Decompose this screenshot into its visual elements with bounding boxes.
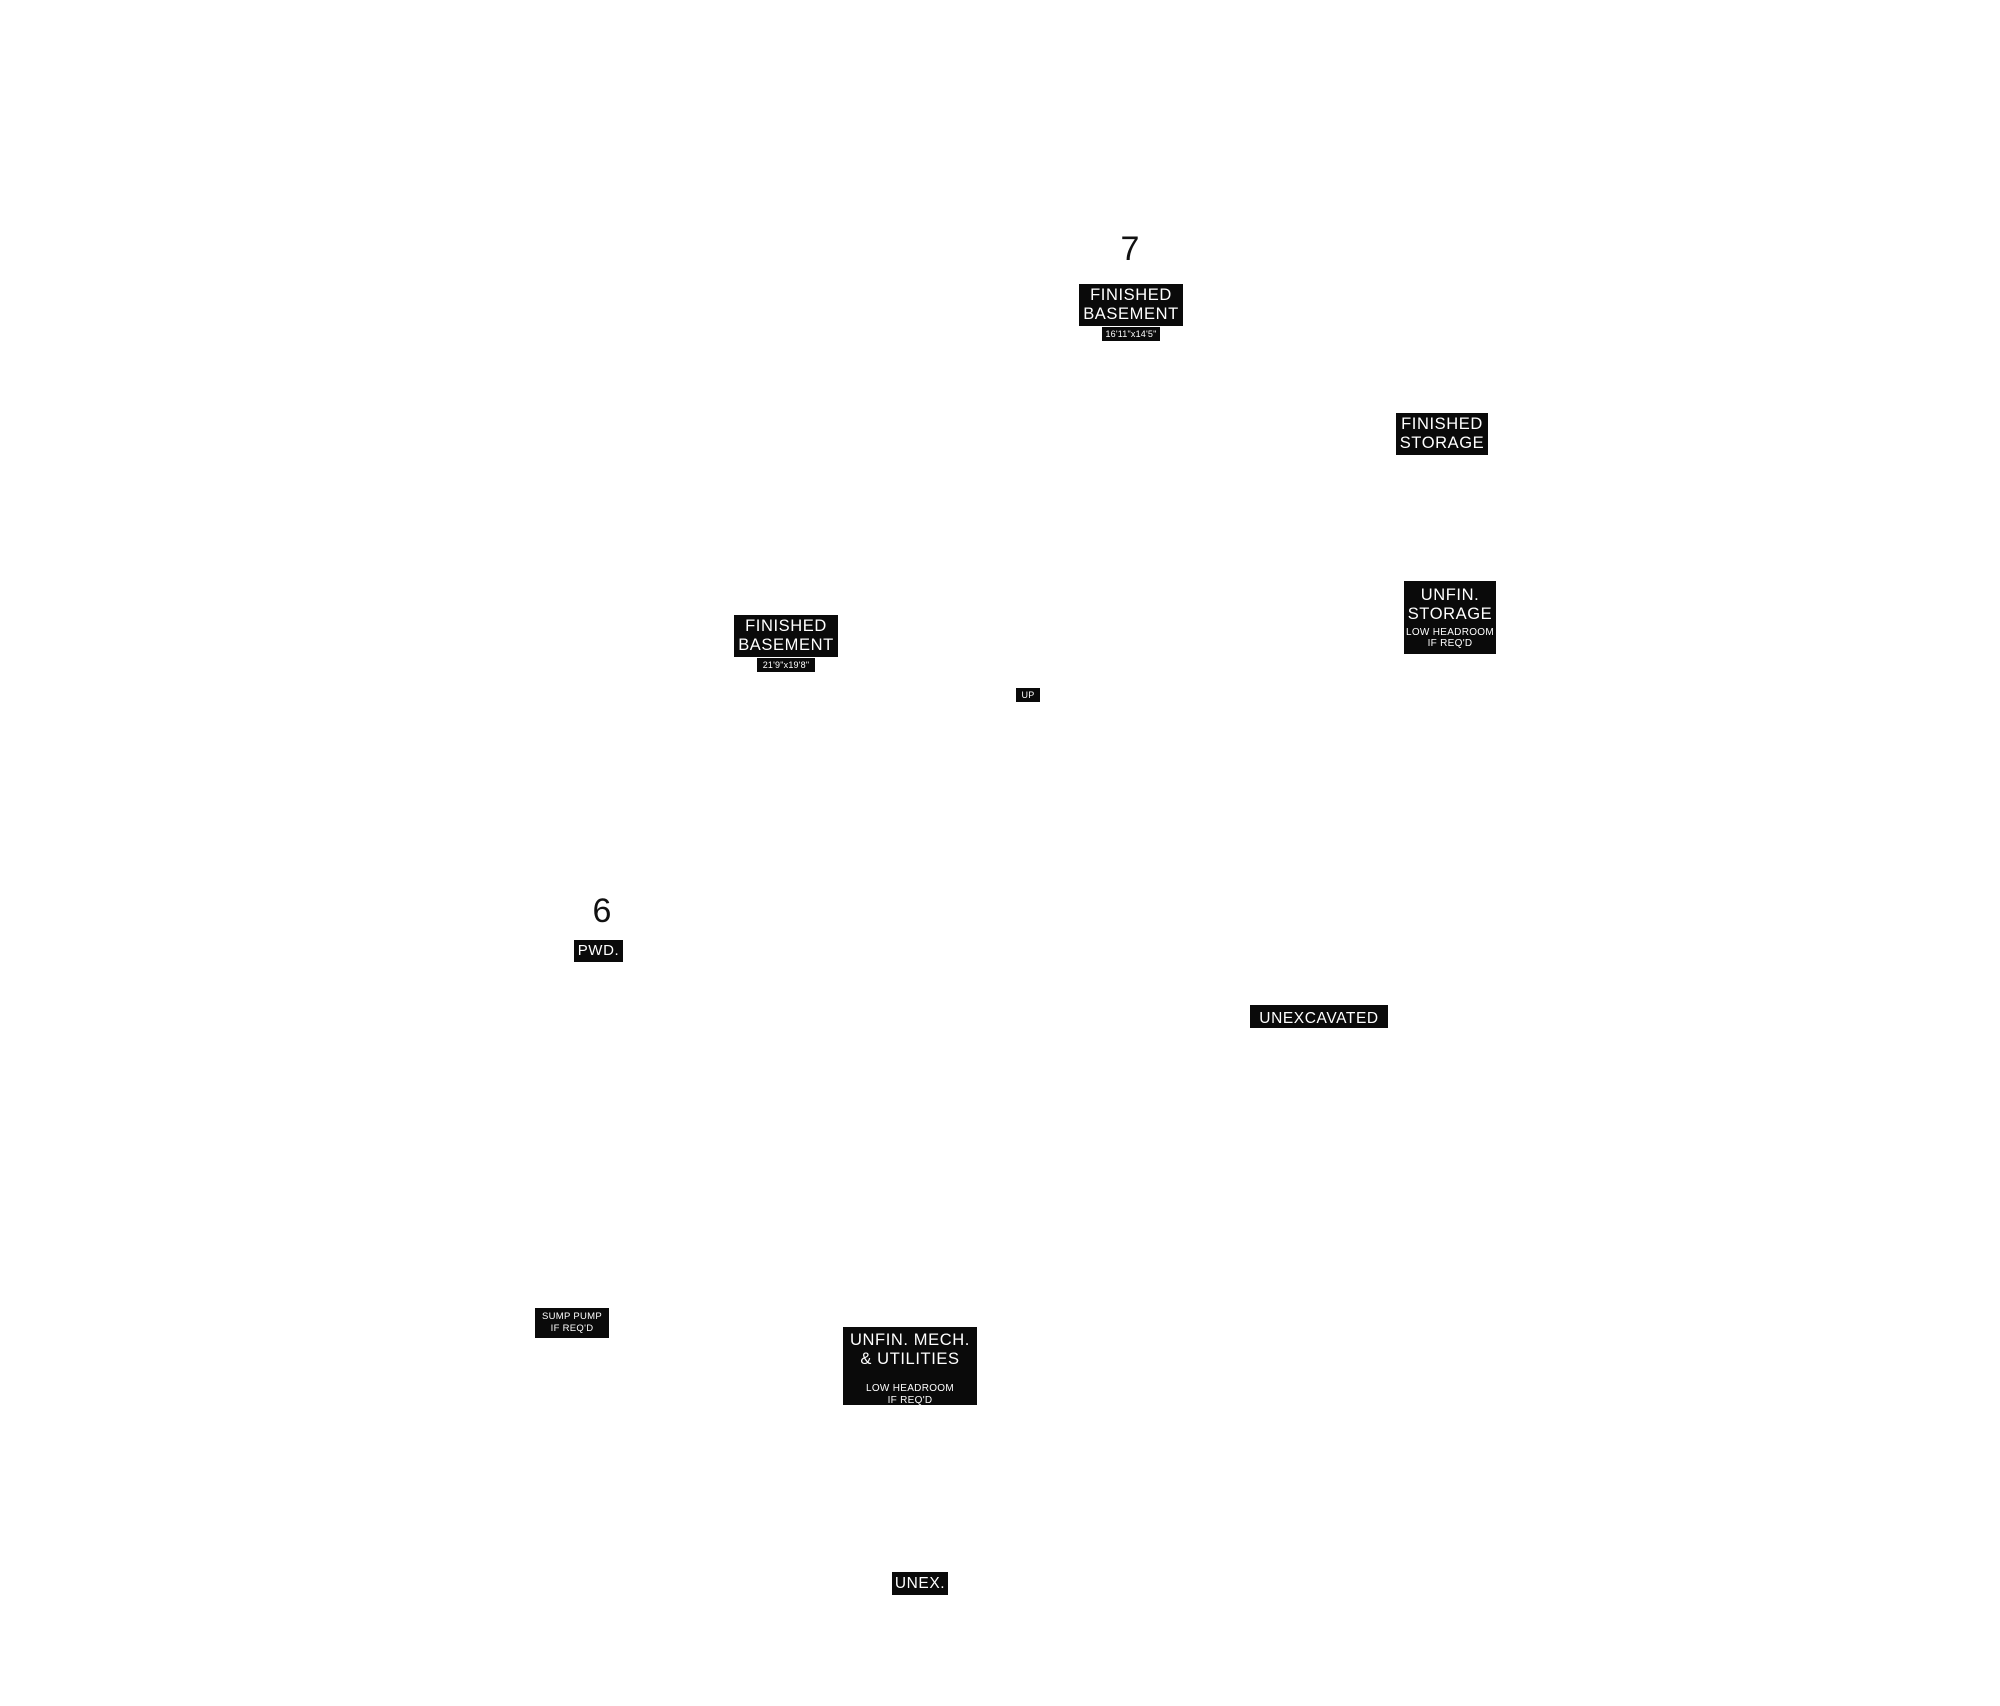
equipment-label-sump-pump: SUMP PUMP IF REQ'D (535, 1308, 609, 1338)
equipment-name: SUMP PUMP IF REQ'D (541, 1311, 603, 1334)
section-marker-7: 7 (1120, 230, 1140, 268)
room-label-unex: UNEX. (892, 1572, 948, 1595)
room-name: UNEX. (894, 1575, 946, 1592)
room-label-powder: PWD. (574, 940, 623, 962)
room-name: FINISHED STORAGE (1399, 415, 1485, 452)
room-dimension-finished-basement-left: 21'9"x19'8" (757, 658, 815, 672)
room-label-unexcavated: UNEXCAVATED (1250, 1005, 1388, 1028)
room-dimension-finished-basement-top: 16'11"x14'5" (1102, 327, 1160, 341)
room-name: FINISHED BASEMENT (738, 617, 834, 654)
room-name: FINISHED BASEMENT (1083, 286, 1179, 323)
section-marker-6: 6 (592, 892, 612, 930)
room-label-unfin-mech: UNFIN. MECH. & UTILITIES LOW HEADROOM IF… (843, 1327, 977, 1405)
room-name: UNEXCAVATED (1259, 1009, 1379, 1027)
room-label-finished-storage: FINISHED STORAGE (1396, 413, 1488, 455)
room-label-finished-basement-top: FINISHED BASEMENT (1079, 284, 1183, 326)
room-note: LOW HEADROOM IF REQ'D (865, 1383, 955, 1405)
room-name: UNFIN. MECH. & UTILITIES (850, 1331, 970, 1368)
room-label-finished-basement-left: FINISHED BASEMENT (734, 615, 838, 657)
room-label-unfin-storage: UNFIN. STORAGE LOW HEADROOM IF REQ'D (1404, 581, 1496, 654)
room-name: UNFIN. STORAGE (1407, 585, 1493, 623)
room-name: PWD. (577, 942, 620, 959)
room-note: LOW HEADROOM IF REQ'D (1405, 626, 1495, 650)
stair-up-label: UP (1016, 688, 1040, 702)
